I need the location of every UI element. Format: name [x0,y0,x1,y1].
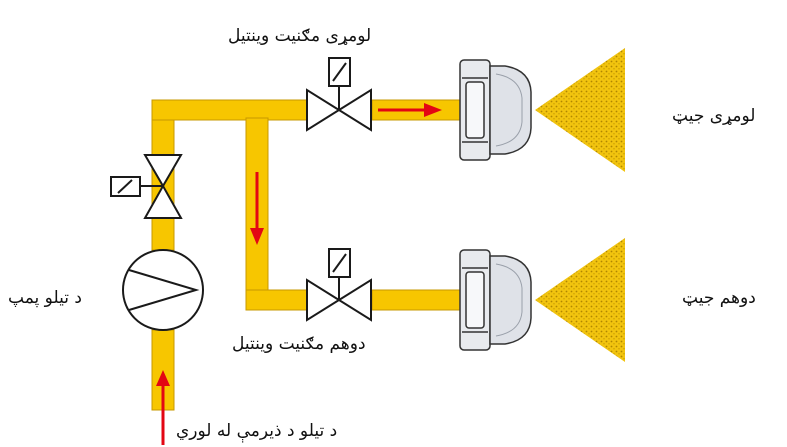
spray-cone-1-icon [535,48,625,172]
valve1-label: لومړی مګنیت وینتیل [228,26,372,46]
flow-arrow-inlet-icon [156,370,170,445]
solenoid-valve-1-icon [306,57,372,132]
nozzle-2-icon [459,249,532,351]
pipe-top-horizontal [151,99,308,121]
jet1-label: لومړی جیټ [672,106,756,126]
pipe-network [151,99,461,411]
flow-arrow-jet1-icon [378,103,442,117]
pipe-bottom-horizontal [245,289,309,311]
pipe-valve2-to-nozzle [371,289,461,311]
pump-valve-icon [110,154,183,219]
spray-cone-2-icon [535,238,625,362]
valve2-label: دوهم مګنیت وینتیل [232,334,366,354]
solenoid-valve-2-icon [306,248,372,322]
flow-arrow-branch-icon [250,172,264,245]
nozzle-1-icon [459,59,532,161]
pump-label: د تیلو پمپ [8,288,82,308]
source-label: د تیلو د ذیرمې له لوري [176,421,338,441]
pump-icon [122,249,204,331]
jet2-label: دوهم جیټ [682,288,756,308]
